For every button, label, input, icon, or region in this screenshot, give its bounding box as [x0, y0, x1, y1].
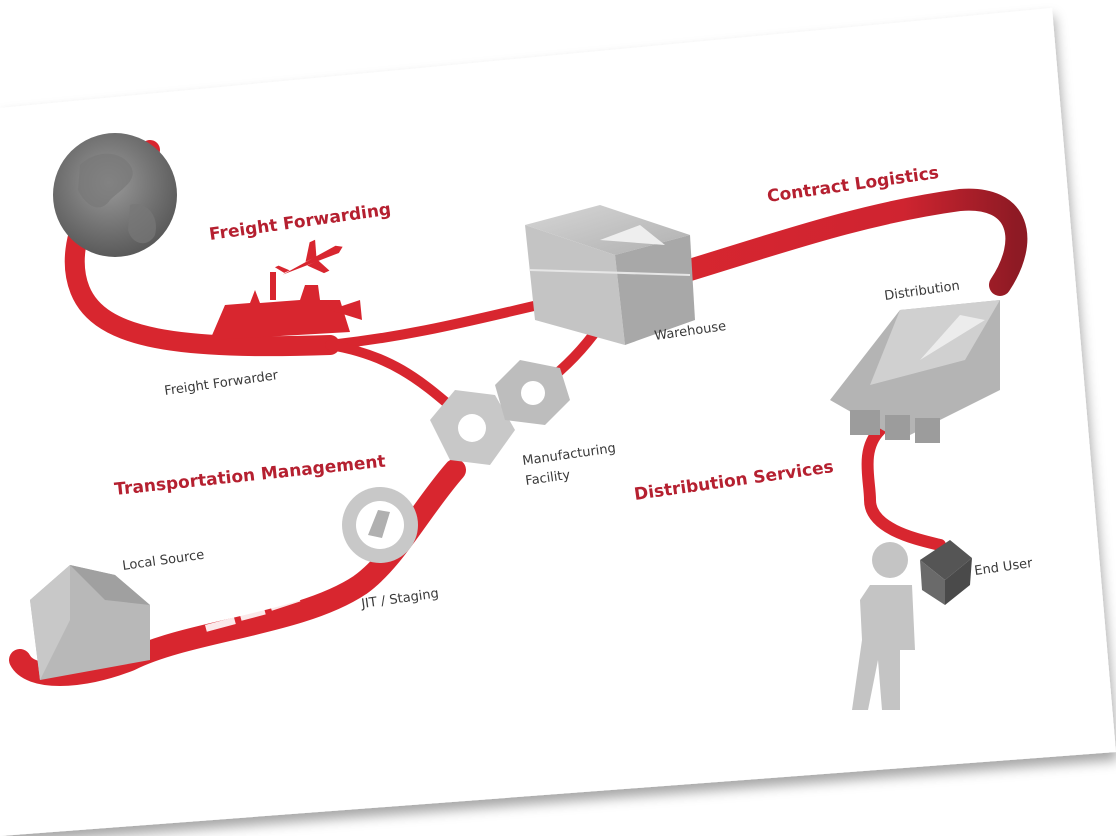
warehouse-box-icon — [525, 205, 695, 345]
ribbon-to-warehouse — [325, 295, 565, 350]
ribbon-contract — [629, 188, 1028, 296]
distribution-center-icon — [830, 300, 1000, 443]
person-icon — [852, 542, 915, 710]
airplane-icon — [274, 239, 343, 275]
node-label-facility: Facility — [524, 468, 571, 489]
package-icon — [920, 540, 972, 605]
card-background — [0, 8, 1116, 836]
ribbon-branch-manufacturing — [325, 340, 460, 415]
truck-icon — [204, 595, 301, 632]
globe-icon — [53, 133, 177, 257]
house-icon — [30, 565, 150, 680]
gear-ring-icon — [342, 487, 418, 563]
ribbon-distribution-services — [861, 424, 946, 551]
hex-nut-icon — [430, 360, 570, 465]
ship-icon — [210, 272, 362, 340]
